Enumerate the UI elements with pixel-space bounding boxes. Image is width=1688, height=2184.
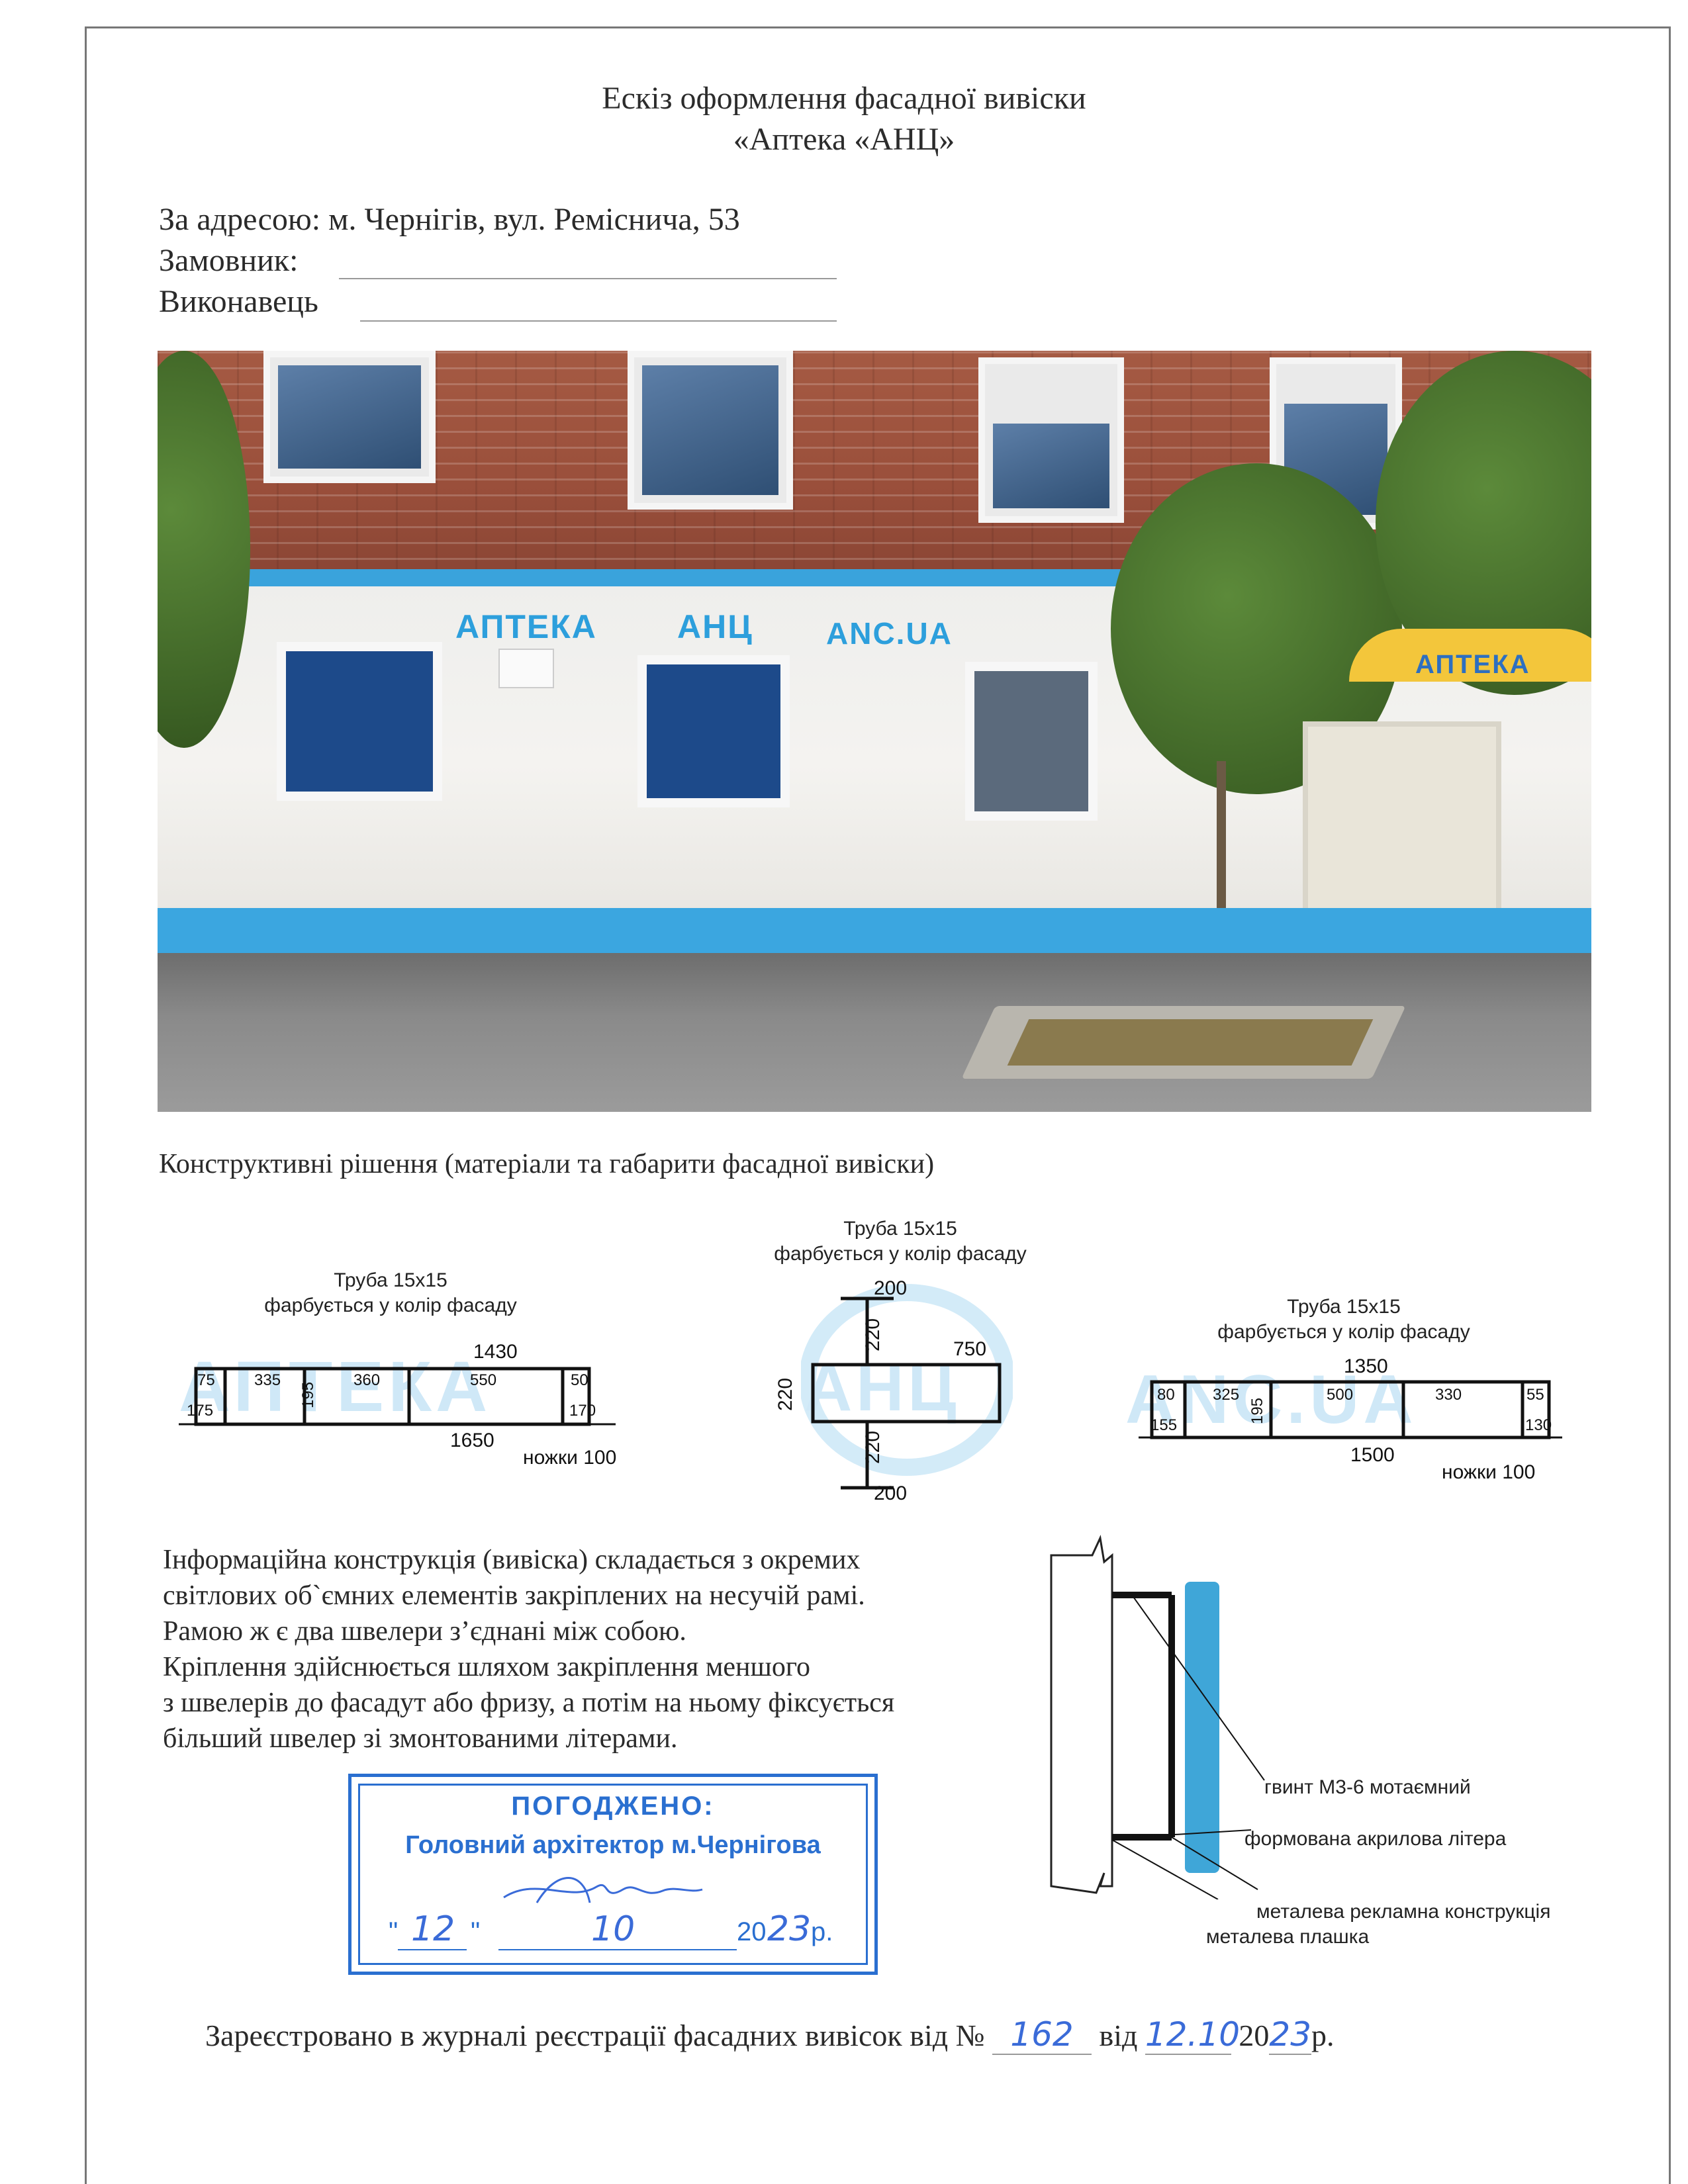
frame-drawing-aptека (179, 1367, 616, 1426)
legs-label: ножки 100 (1442, 1461, 1536, 1483)
dim-bottom-width: 1650 (450, 1430, 494, 1451)
customer-label: Замовник: (159, 243, 299, 278)
dim-segment: 550 (470, 1371, 497, 1389)
dim-height: 130 (1525, 1416, 1552, 1434)
dim-upper-height: 220 (862, 1318, 884, 1352)
dim-height: 195 (1248, 1397, 1267, 1425)
section-drawing (1050, 1534, 1265, 1899)
executor-field (360, 320, 837, 322)
ghost-letters: ANC.UA (1125, 1361, 1417, 1438)
anc-logo-ghost (801, 1284, 1013, 1476)
pipe-color-label: фарбується у колір фасаду (774, 1243, 1027, 1265)
callout-letter: формована акрилова літера (1244, 1828, 1507, 1850)
sign-aptека-letters: АПТЕКА (455, 608, 597, 645)
dim-segment: 500 (1327, 1386, 1354, 1404)
stamp-inner-border (358, 1784, 868, 1965)
registration-from-label: від (1099, 2019, 1138, 2052)
address-line: За адресою: м. Чернігів, вул. Реміснича,… (159, 202, 740, 237)
approval-stamp: ПОГОДЖЕНО: Головний архітектор м.Черніго… (348, 1774, 878, 1975)
frame-drawing-anc (811, 1297, 1002, 1490)
awning-sign-letters: АПТЕКА (1415, 650, 1530, 679)
upper-window (263, 351, 436, 483)
dim-bottom-width: 1500 (1350, 1444, 1395, 1466)
frame-drawing-ancua (1139, 1380, 1562, 1439)
dim-top-width: 1430 (473, 1341, 518, 1363)
signature-image (503, 1877, 703, 1903)
tree-bed (1007, 1019, 1374, 1066)
stamp-quote-open: " (389, 1917, 399, 1946)
stamp-year-suffix: 23 (767, 1909, 812, 1949)
stamp-day: 12 (411, 1909, 455, 1949)
callout-frame: металева рекламна конструкція (1256, 1901, 1551, 1923)
stamp-approved: ПОГОДЖЕНО: (511, 1792, 715, 1821)
air-conditioner (498, 649, 554, 688)
pipe-color-label: фарбується у колір фасаду (264, 1295, 517, 1316)
document-subtitle: «Аптека «АНЦ» (733, 122, 955, 157)
callout-screw: гвинт М3-6 мотаємний (1264, 1776, 1471, 1798)
stamp-authority: Головний архітектор м.Чернігова (405, 1831, 821, 1859)
sign-brand-letters: АНЦ (677, 608, 753, 645)
dim-segment: 335 (254, 1371, 281, 1389)
registration-line: Зареєстровано в журналі реєстрації фасад… (205, 2015, 1335, 2055)
dim-bottom: 200 (874, 1482, 908, 1504)
callout-plate: металева плашка (1206, 1926, 1370, 1948)
description-line: більший швелер зі змонтованими літерами. (163, 1723, 678, 1754)
executor-label: Виконавець (159, 284, 318, 319)
dim-height: 175 (187, 1402, 214, 1420)
pipe-color-label: фарбується у колір фасаду (1217, 1321, 1470, 1343)
customer-field (339, 278, 837, 279)
dim-segment: 80 (1157, 1386, 1175, 1404)
dim-height: 170 (569, 1402, 596, 1420)
stamp-day-line (398, 1949, 467, 1950)
shop-window (637, 655, 790, 807)
dim-height: 195 (299, 1381, 318, 1409)
entrance-awning (1349, 629, 1591, 682)
ghost-letters: АПТЕКА (179, 1346, 492, 1426)
description-line: світлових об`ємних елементів закріплених… (163, 1580, 865, 1611)
pipe-label: Труба 15х15 (843, 1218, 957, 1240)
blue-cornice (158, 569, 1150, 586)
registration-date: 12.10 (1145, 2015, 1241, 2055)
registration-year-prefix: 20 (1239, 2019, 1270, 2052)
stamp-month: 10 (591, 1909, 635, 1949)
legs-label: ножки 100 (523, 1447, 617, 1469)
description-line: Кріплення здійснюється шляхом закріпленн… (163, 1652, 811, 1682)
pipe-label: Труба 15х15 (334, 1269, 447, 1291)
entrance-door (1303, 721, 1501, 920)
registration-year-suffix: 23 (1269, 2015, 1312, 2055)
stamp-quote-close: " (471, 1917, 481, 1946)
shop-window (277, 642, 442, 801)
document-title: Ескіз оформлення фасадної вивіски (602, 81, 1086, 116)
facade-photo: АПТЕКА АНЦ ANC.UA АПТЕКА (158, 351, 1591, 1112)
description-line: Інформаційна конструкція (вивіска) склад… (163, 1545, 861, 1575)
dim-segment: 55 (1526, 1386, 1544, 1404)
dim-segment: 360 (353, 1371, 381, 1389)
dim-side-height: 220 (774, 1377, 797, 1412)
upper-window (628, 351, 793, 510)
pipe-label: Труба 15х15 (1287, 1296, 1401, 1318)
section-label: Конструктивні рішення (матеріали та габа… (159, 1149, 935, 1179)
stamp-year-end: р. (811, 1917, 833, 1946)
dim-segment: 50 (571, 1371, 588, 1389)
upper-window (978, 357, 1124, 523)
registration-text: Зареєстровано в журналі реєстрації фасад… (205, 2019, 985, 2052)
description-line: Рамою ж є два швелери з’єднані між собою… (163, 1616, 686, 1647)
stamp-month-line (498, 1949, 737, 1950)
description: Інформаційна конструкція (вивіска) склад… (163, 1542, 1023, 1756)
dim-height: 155 (1150, 1416, 1178, 1434)
sign-url-letters: ANC.UA (826, 616, 953, 651)
dim-width: 750 (953, 1338, 987, 1360)
dim-top-width: 1350 (1344, 1355, 1388, 1377)
shop-window (965, 662, 1098, 821)
dim-segment: 325 (1213, 1386, 1240, 1404)
dim-segment: 75 (197, 1371, 215, 1389)
registration-number: 162 (992, 2015, 1092, 2055)
dim-segment: 330 (1435, 1386, 1462, 1404)
page-frame (85, 26, 1671, 2184)
description-line: з швелерів до фасадут або фризу, а потім… (163, 1688, 895, 1718)
dim-top: 200 (874, 1277, 908, 1299)
stamp-year-prefix: 20 (737, 1917, 767, 1946)
dim-lower-height: 220 (862, 1430, 884, 1465)
registration-year-end: р. (1311, 2019, 1335, 2052)
